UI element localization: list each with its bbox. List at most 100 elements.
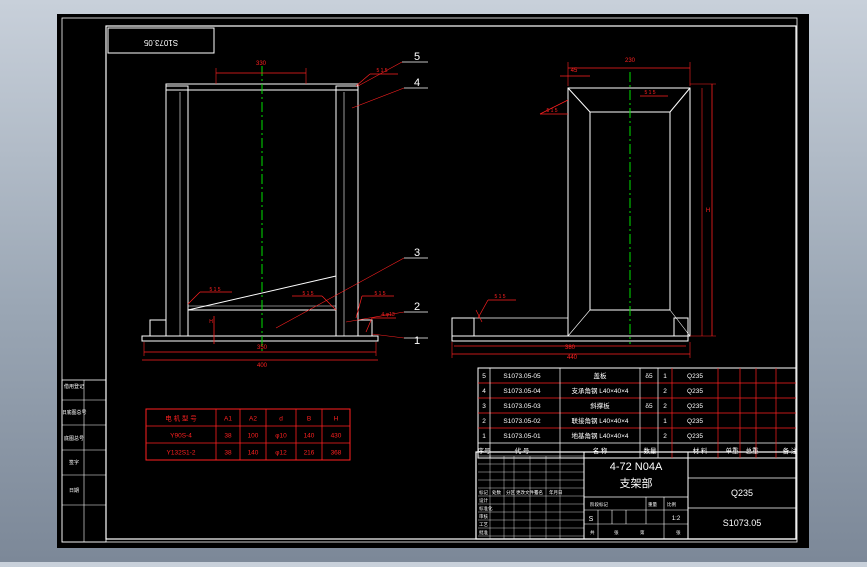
parts-list-cell: 1	[663, 418, 667, 425]
dim-bottom-width: 400	[257, 363, 268, 369]
part-name: 支架部	[620, 476, 653, 490]
strip-label-2: 底图总号	[64, 435, 84, 442]
parts-list-cell: 3	[482, 403, 486, 410]
motor-table-header: A2	[249, 416, 257, 423]
dim-height-small: H	[209, 319, 213, 325]
tb-grid-label: 审核	[479, 513, 488, 520]
motor-table-cell: 140	[304, 433, 315, 440]
parts-list-cell: 5	[482, 373, 486, 380]
parts-list-cell: 2	[663, 388, 667, 395]
parts-list-cell: S1073.05-04	[503, 388, 541, 395]
motor-table-header: 电 机 型 号	[165, 414, 197, 423]
leg-left	[165, 85, 189, 337]
upside-code-box: S1073.05	[107, 27, 215, 54]
callout-2: 2	[414, 301, 420, 313]
parts-list-cell: Q235	[687, 373, 703, 380]
side-dim-bottom: 440	[567, 355, 578, 361]
motor-table-header: d	[279, 416, 283, 423]
parts-list-cell: 1	[663, 373, 667, 380]
scale: 1:2	[672, 516, 681, 522]
leg-right	[335, 85, 359, 337]
parts-list-cell: Q235	[687, 418, 703, 425]
tb-label-sheet: 张	[676, 529, 681, 536]
tb-grid-label: 处数	[492, 489, 501, 496]
drawing-sheet	[57, 14, 809, 548]
parts-list-header: 单重	[726, 446, 740, 455]
tb-grid-label: 签名	[534, 489, 543, 496]
parts-list-cell: 盖板	[594, 371, 608, 380]
parts-list-cell: 2	[482, 418, 486, 425]
parts-list-header: 代 号	[515, 446, 530, 455]
parts-list-cell: 1	[482, 433, 486, 440]
parts-list-cell: 地基角钢 L40×40×4	[571, 431, 628, 440]
parts-list-header: 名 称	[593, 446, 608, 455]
motor-table-cell: 368	[331, 450, 342, 457]
tb-grid-label: 标准化	[479, 505, 493, 512]
motor-table-cell: 38	[224, 450, 232, 457]
parts-list-header: 序号	[478, 446, 492, 455]
outer-frame	[61, 17, 798, 543]
upside-code-text: S1073.05	[143, 38, 178, 47]
callout-3: 3	[414, 247, 420, 259]
parts-list-header: 材 料	[693, 446, 708, 455]
side-weld-left: 5 1 5	[546, 108, 557, 114]
parts-list-cell: Q235	[687, 388, 703, 395]
motor-table-header: H	[334, 416, 339, 423]
title-block: 4-72 N04A 支架部 Q235 S1073.05 S 1:2 阶段标记 重…	[475, 451, 797, 540]
side-dim-inner: 380	[565, 345, 576, 351]
tb-grid-label: 分区	[506, 489, 515, 496]
dim-top-width: 330	[256, 61, 267, 67]
parts-list-cell: 支承角钢 L40×40×4	[571, 386, 628, 395]
parts-list-cell: S1073.05-01	[503, 433, 541, 440]
motor-table-cell: 38	[224, 433, 232, 440]
parts-list-cell: 2	[663, 433, 667, 440]
motor-table-cell: Y132S1-2	[167, 450, 196, 457]
weld-low-left: 5 1 5	[209, 287, 220, 293]
weld-right: 5 1 5	[374, 291, 385, 297]
weld-mid: 5 1 5	[302, 291, 313, 297]
parts-list-cell: δ5	[645, 403, 653, 410]
base-plate	[141, 335, 379, 342]
inner-border	[105, 25, 797, 540]
motor-table-header: A1	[224, 416, 232, 423]
parts-list-cell: S1073.05-05	[503, 373, 541, 380]
motor-table-cell: φ10	[275, 433, 287, 440]
strip-label-3: 签字	[69, 459, 79, 466]
parts-list-cell: 联接角钢 L40×40×4	[571, 416, 628, 425]
parts-list-cell: Q235	[687, 403, 703, 410]
tb-grid-label: 更改文件号	[516, 489, 539, 496]
drawing-number: S1073.05	[723, 518, 762, 528]
tb-grid-label: 设计	[479, 497, 488, 504]
motor-table-header: B	[307, 416, 311, 423]
left-strip: 借用登记 旧底图总号 底图总号 签字 日期	[61, 379, 107, 543]
parts-list-cell: 2	[663, 403, 667, 410]
motor-table-cell: 216	[304, 450, 315, 457]
callout-4: 4	[414, 77, 420, 89]
parts-list-cell: 斜撑板	[590, 401, 610, 410]
motor-table-cell: 100	[248, 433, 259, 440]
side-weld-low: 5 1 5	[494, 294, 505, 300]
side-weld-top: 5 1 5	[644, 90, 655, 96]
strip-label-1: 旧底图总号	[61, 409, 86, 416]
weld-top: 5 1 5	[376, 68, 387, 74]
tb-grid-label: 年月日	[549, 489, 563, 496]
motor-table-cell: 140	[248, 450, 259, 457]
parts-list-header: 数量	[644, 446, 658, 455]
tb-grid-label: 工艺	[479, 522, 488, 527]
callout-5: 5	[414, 51, 420, 63]
tb-label-weight: 重量	[648, 501, 657, 508]
motor-table-cell: φ12	[275, 450, 287, 457]
tb-label-stage: 阶段标记	[590, 501, 608, 508]
side-dim-offset: 45	[571, 68, 578, 74]
strip-label-0: 借用登记	[64, 383, 84, 390]
side-base-angle-left	[451, 317, 475, 337]
parts-list-cell: S1073.05-02	[503, 418, 541, 425]
parts-list-cell: 4	[482, 388, 486, 395]
tb-label-no: 第	[640, 529, 645, 536]
tb-label-total: 共	[590, 529, 595, 536]
motor-table-cell: 430	[331, 433, 342, 440]
tb-grid-label: 标记	[479, 489, 488, 496]
